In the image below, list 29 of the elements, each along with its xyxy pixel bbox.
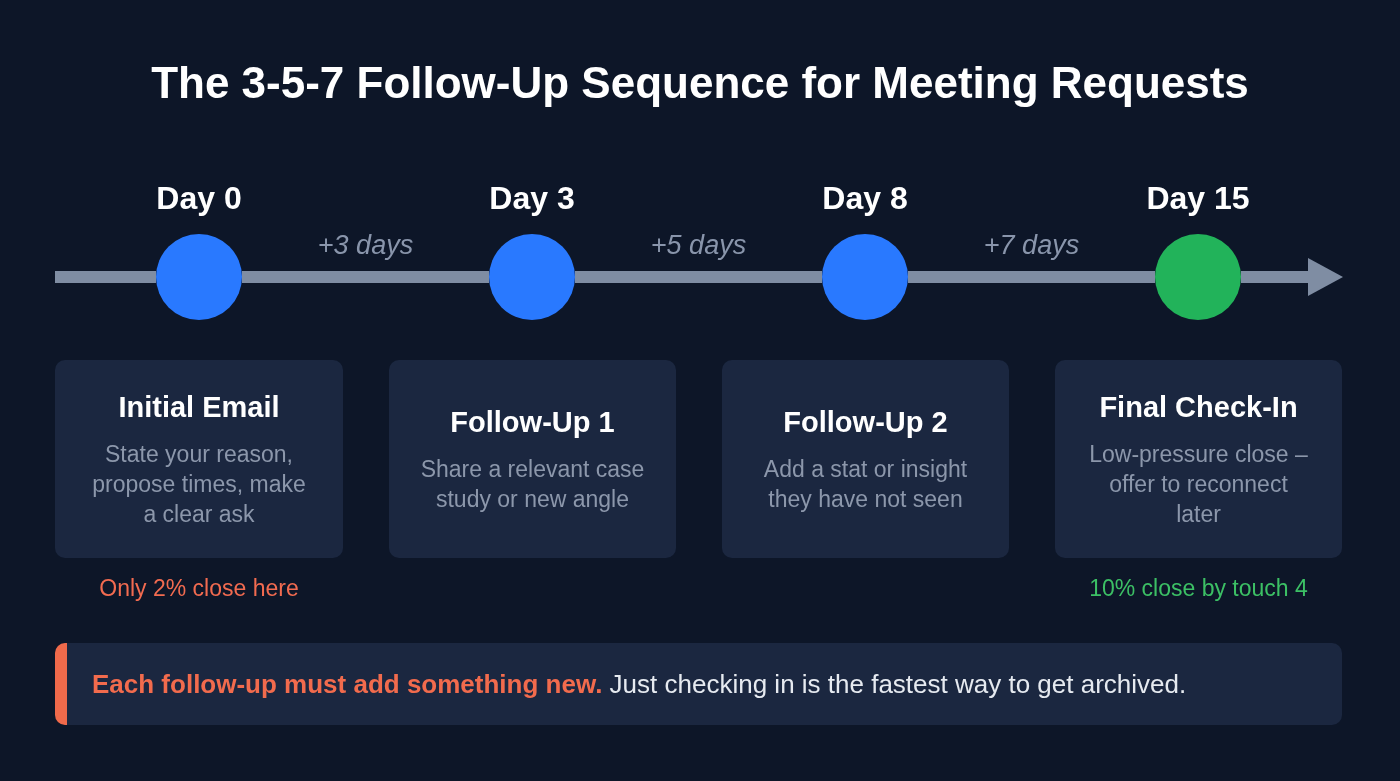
card-heading: Final Check-In <box>1099 389 1298 424</box>
step-card <box>389 360 676 558</box>
step-card <box>55 360 343 558</box>
card-description: State your reason, propose times, make a clear ask <box>91 439 307 529</box>
card-description: Add a stat or insight they have not seen <box>762 454 969 514</box>
step-card <box>722 360 1009 558</box>
day-label: Day 8 <box>821 179 909 218</box>
day-label: Day 15 <box>1145 179 1251 218</box>
card-description: Share a relevant case study or new angle <box>419 454 646 514</box>
timeline-line <box>908 271 1155 283</box>
day-label: Day 3 <box>488 179 576 218</box>
timeline-line <box>575 271 822 283</box>
step-card <box>1055 360 1342 558</box>
callout-text: Each follow-up must add something new. Just checking in is the fastest way to get archived. <box>92 668 1187 700</box>
conversion-note: Only 2% close here <box>98 574 300 603</box>
edge-label: +7 days <box>982 229 1081 262</box>
callout-banner <box>55 643 1342 725</box>
title: The 3-5-7 Follow-Up Sequence for Meeting Requests <box>150 57 1250 109</box>
timeline-arrow <box>1241 258 1343 296</box>
card-heading: Follow-Up 2 <box>783 404 948 439</box>
day-label: Day 0 <box>155 179 243 218</box>
card-heading: Initial Email <box>118 389 280 424</box>
card-heading: Follow-Up 1 <box>450 404 615 439</box>
edge-label: +3 days <box>316 229 415 262</box>
timeline-line <box>242 271 489 283</box>
timeline-line <box>55 271 156 283</box>
card-description: Low-pressure close – offer to reconnect later <box>1088 439 1309 529</box>
conversion-note: 10% close by touch 4 <box>1088 574 1309 603</box>
edge-label: +5 days <box>649 229 748 262</box>
